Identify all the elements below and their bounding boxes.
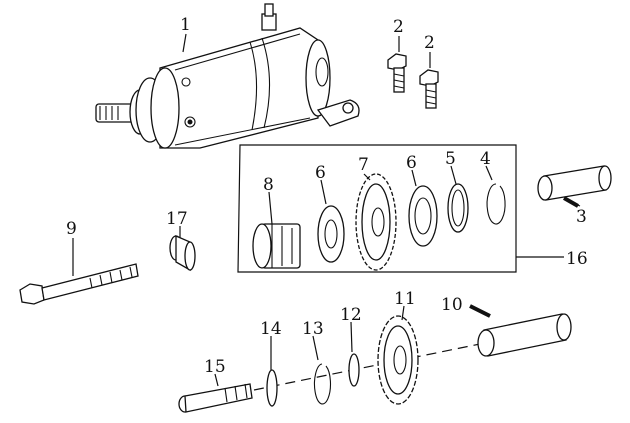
circlip bbox=[486, 183, 506, 225]
washer bbox=[317, 205, 345, 263]
starter-motor bbox=[95, 3, 360, 149]
bolt bbox=[19, 263, 139, 305]
callout-14: 14 bbox=[260, 319, 282, 339]
bushing bbox=[169, 235, 196, 272]
callout-3: 3 bbox=[576, 207, 587, 227]
callout-17: 17 bbox=[166, 209, 188, 229]
gear bbox=[355, 173, 397, 271]
callout-6: 6 bbox=[406, 153, 417, 173]
washer bbox=[447, 183, 469, 233]
gear bbox=[377, 315, 419, 405]
callout-15: 15 bbox=[204, 357, 226, 377]
bolt bbox=[387, 53, 407, 93]
circlip bbox=[313, 363, 332, 405]
callout-6: 6 bbox=[315, 163, 326, 183]
bolt bbox=[419, 69, 439, 109]
callout-11: 11 bbox=[394, 289, 416, 309]
shaft-sleeve bbox=[537, 165, 612, 201]
callout-2: 2 bbox=[393, 17, 404, 37]
bolt bbox=[178, 383, 253, 413]
callout-9: 9 bbox=[66, 219, 77, 239]
callout-16: 16 bbox=[566, 249, 588, 269]
pin bbox=[469, 304, 491, 318]
assembly-group bbox=[237, 144, 517, 273]
callout-13: 13 bbox=[302, 319, 324, 339]
callout-4: 4 bbox=[480, 149, 491, 169]
callout-7: 7 bbox=[358, 155, 369, 175]
circlip bbox=[348, 353, 360, 387]
assembly-axis bbox=[253, 343, 481, 391]
callout-1: 1 bbox=[180, 15, 191, 35]
callout-12: 12 bbox=[340, 305, 362, 325]
callout-5: 5 bbox=[445, 149, 456, 169]
callout-10: 10 bbox=[441, 295, 463, 315]
callout-8: 8 bbox=[263, 175, 274, 195]
washer bbox=[408, 185, 438, 247]
shaft-sleeve bbox=[477, 313, 572, 357]
leader-lines bbox=[72, 33, 581, 387]
callout-labels: 1 2 2 3 4 5 6 6 7 8 9 10 11 12 13 14 15 … bbox=[66, 15, 588, 377]
circlip bbox=[266, 369, 278, 407]
callout-2: 2 bbox=[424, 33, 435, 53]
gear bbox=[252, 223, 301, 269]
